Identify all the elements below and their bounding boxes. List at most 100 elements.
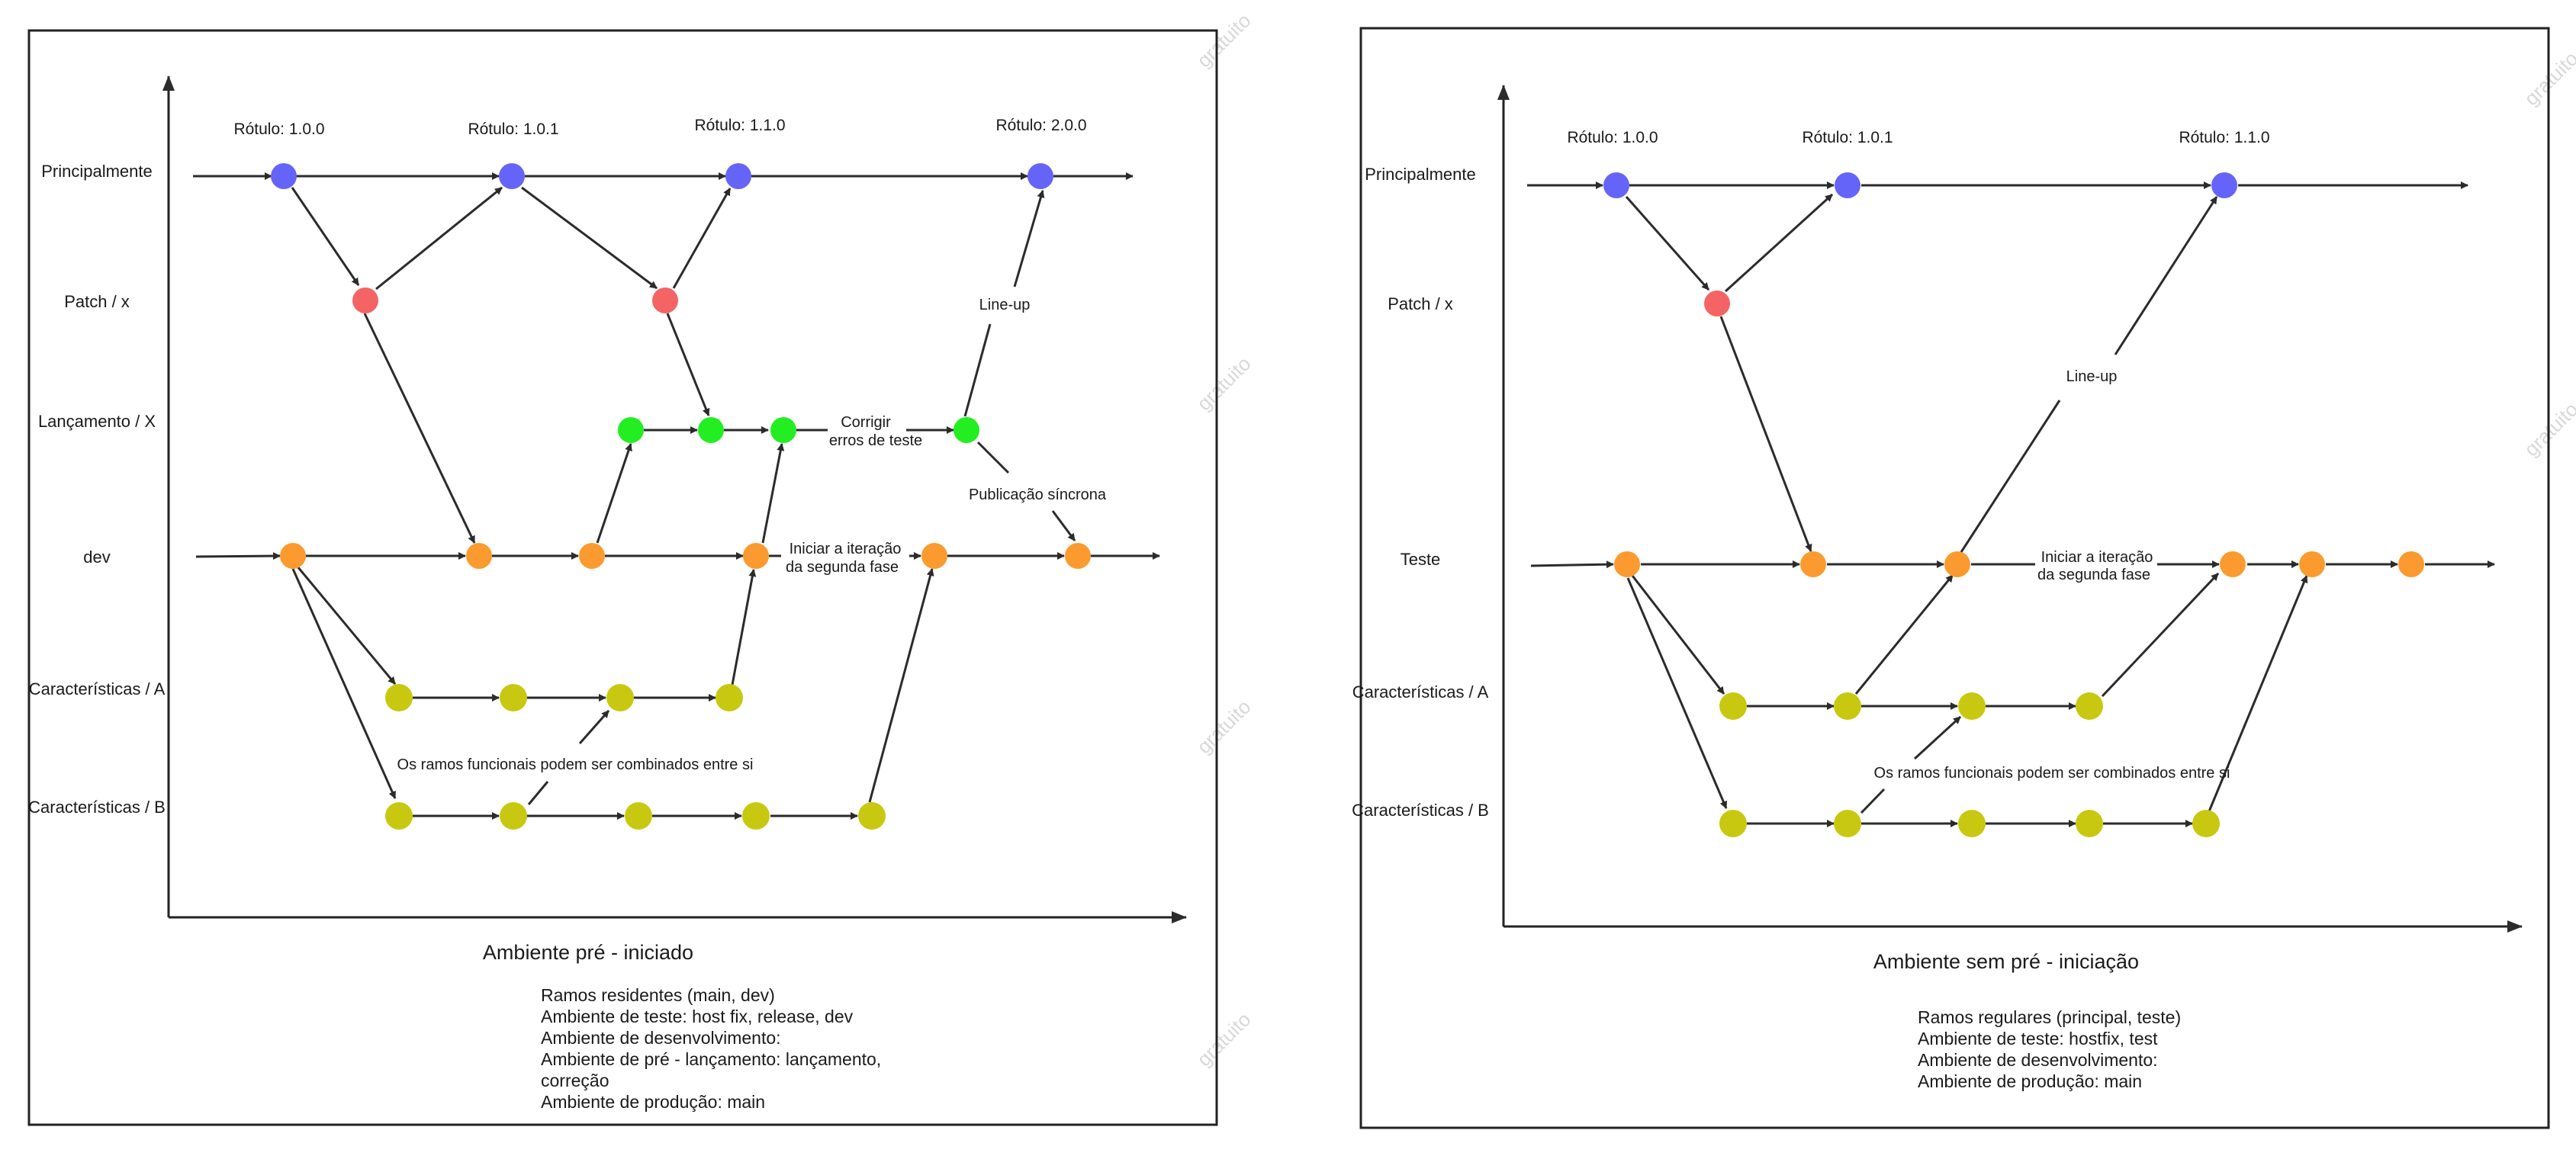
edge-label: Corrigir [841,414,891,431]
edge-label: Iniciar a iteração [2041,549,2153,566]
left-panel: Principalmente Patch / x Lançamento / X … [27,29,1218,1126]
note-line: Ramos regulares (principal, teste) [1918,1007,2181,1027]
patch-commit-node [652,287,678,313]
lane-label: Patch / x [64,292,130,311]
test-commit-node [1944,551,1970,577]
lane-label: Lançamento / X [38,412,156,431]
tag-label: Rótulo: 1.0.0 [233,120,324,138]
patch-commit-node [352,287,378,313]
feature-b-commit-node [742,802,770,830]
watermark: gratuito [1192,695,1256,759]
watermark: gratuito [1192,9,1256,72]
dev-commit-node [921,543,947,569]
edge-label: erros de teste [829,432,922,449]
lane-label: Características / B [28,798,166,817]
main-commit-node [725,163,751,189]
test-commit-node [2299,551,2325,577]
note-line: Ambiente de pré - lançamento: lançamento… [541,1049,881,1069]
lane-label: Características / A [1352,682,1489,702]
lane-label: Teste [1401,550,1441,569]
feature-a-commit-node [606,684,634,711]
feature-a-commit-node [1834,692,1861,720]
note-line: Ambiente de desenvolvimento: [541,1028,781,1048]
feature-a-commit-node [1719,692,1747,720]
tag-label: Rótulo: 1.0.1 [1802,129,1893,146]
feature-b-commit-node [858,802,886,830]
feature-b-commit-node [2076,810,2103,837]
test-commit-node [2220,551,2246,577]
test-commit-node [1800,551,1826,577]
release-commit-node [698,417,724,443]
watermark: gratuito [1192,1008,1256,1071]
left-edges [193,172,1160,820]
lane-label: dev [83,547,110,567]
main-commit-node [271,163,297,189]
dev-commit-node [579,543,605,569]
test-commit-node [2398,551,2424,577]
feature-a-commit-node [385,684,413,711]
feature-a-commit-node [2076,692,2103,720]
dev-commit-node [743,543,769,569]
panel-title: Ambiente pré - iniciado [483,941,693,964]
edge-label: Publicação síncrona [969,486,1107,503]
right-nodes [1603,172,2424,837]
note-line: Ambiente de teste: hostfix, test [1918,1029,2158,1048]
right-frame [1359,27,2550,1129]
feature-b-commit-node [1958,810,1986,837]
lane-label: Patch / x [1388,294,1453,313]
note-line: Ambiente de teste: host fix, release, de… [541,1007,854,1026]
left-nodes [271,163,1091,830]
feature-b-commit-node [625,802,652,830]
tag-label: Rótulo: 2.0.0 [995,117,1086,134]
edge-label: Os ramos funcionais podem ser combinados… [397,756,754,773]
patch-commit-node [1704,291,1730,316]
tag-label: Rótulo: 1.1.0 [694,117,785,134]
note-line: correção [541,1071,609,1090]
edge-label: Iniciar a iteração [790,541,902,557]
note-line: Ramos residentes (main, dev) [541,985,775,1005]
edge-label: Os ramos funcionais podem ser combinados… [1874,765,2230,782]
note-line: Ambiente de produção: main [1918,1071,2142,1091]
main-commit-node [1603,172,1629,198]
feature-b-commit-node [1834,810,1861,837]
right-edges [1527,181,2495,827]
lane-label: Principalmente [41,162,153,181]
edge-label: Line-up [2066,368,2118,385]
main-commit-node [2211,172,2237,198]
dev-commit-node [466,543,492,569]
panel-notes: Ramos regulares (principal, teste) Ambie… [1918,1007,2181,1091]
note-line: Ambiente de desenvolvimento: [1918,1050,2158,1070]
release-commit-node [770,417,796,443]
feature-a-commit-node [716,684,743,711]
release-commit-node [618,417,644,443]
feature-a-commit-node [1958,692,1986,720]
edge-label: da segunda fase [2037,567,2150,583]
note-line: Ambiente de produção: main [541,1092,765,1112]
dev-commit-node [1065,543,1091,569]
edge-label: Line-up [979,297,1031,313]
feature-b-commit-node [1719,810,1747,837]
test-commit-node [1614,551,1640,577]
lane-label: Características / B [1352,801,1489,820]
main-commit-node [1835,172,1860,198]
lane-label: Principalmente [1365,165,1476,184]
watermark: gratuito [1192,352,1256,416]
panel-notes: Ramos residentes (main, dev) Ambiente de… [541,985,881,1112]
feature-b-commit-node [385,802,413,830]
dev-commit-node [280,543,306,569]
lane-label: Características / A [29,679,166,698]
panel-title: Ambiente sem pré - iniciação [1873,950,2139,973]
tag-label: Rótulo: 1.1.0 [2179,129,2269,146]
tag-label: Rótulo: 1.0.1 [468,120,558,138]
left-frame [27,29,1218,1126]
release-commit-node [954,417,979,443]
right-panel: Principalmente Patch / x Teste Caracterí… [1352,27,2550,1129]
main-commit-node [1028,163,1053,189]
edge-label: da segunda fase [786,559,899,576]
feature-a-commit-node [500,684,527,711]
tag-label: Rótulo: 1.0.0 [1567,129,1658,146]
feature-b-commit-node [2192,810,2220,837]
main-commit-node [499,163,525,189]
feature-b-commit-node [500,802,527,830]
